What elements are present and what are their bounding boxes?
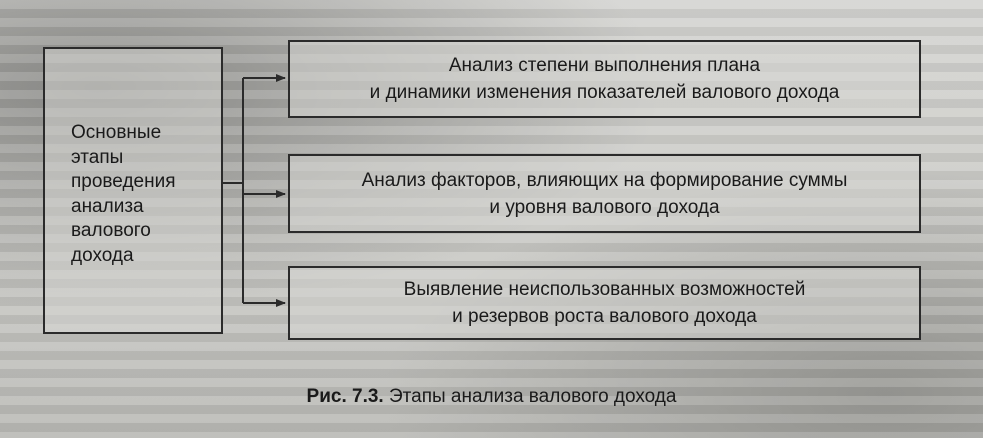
stage-3-label: Выявление неиспользованных возможностей … <box>403 279 806 327</box>
stage-1-label: Анализ степени выполнения плана и динами… <box>369 55 840 103</box>
main-stage-label: Основные этапы проведения анализа валово… <box>71 122 176 266</box>
figure-number: Рис. 7.3. <box>306 386 384 407</box>
stage-box-2: Анализ факторов, влияющих на формировани… <box>288 154 921 233</box>
figure-caption: Рис. 7.3. Этапы анализа валового дохода <box>0 386 983 408</box>
stage-2-label: Анализ факторов, влияющих на формировани… <box>361 169 848 218</box>
figure-title: Этапы анализа валового дохода <box>388 386 677 407</box>
main-stage-box: Основные этапы проведения анализа валово… <box>43 47 223 334</box>
stage-box-3: Выявление неиспользованных возможностей … <box>288 266 921 340</box>
stage-box-1: Анализ степени выполнения плана и динами… <box>288 40 921 118</box>
